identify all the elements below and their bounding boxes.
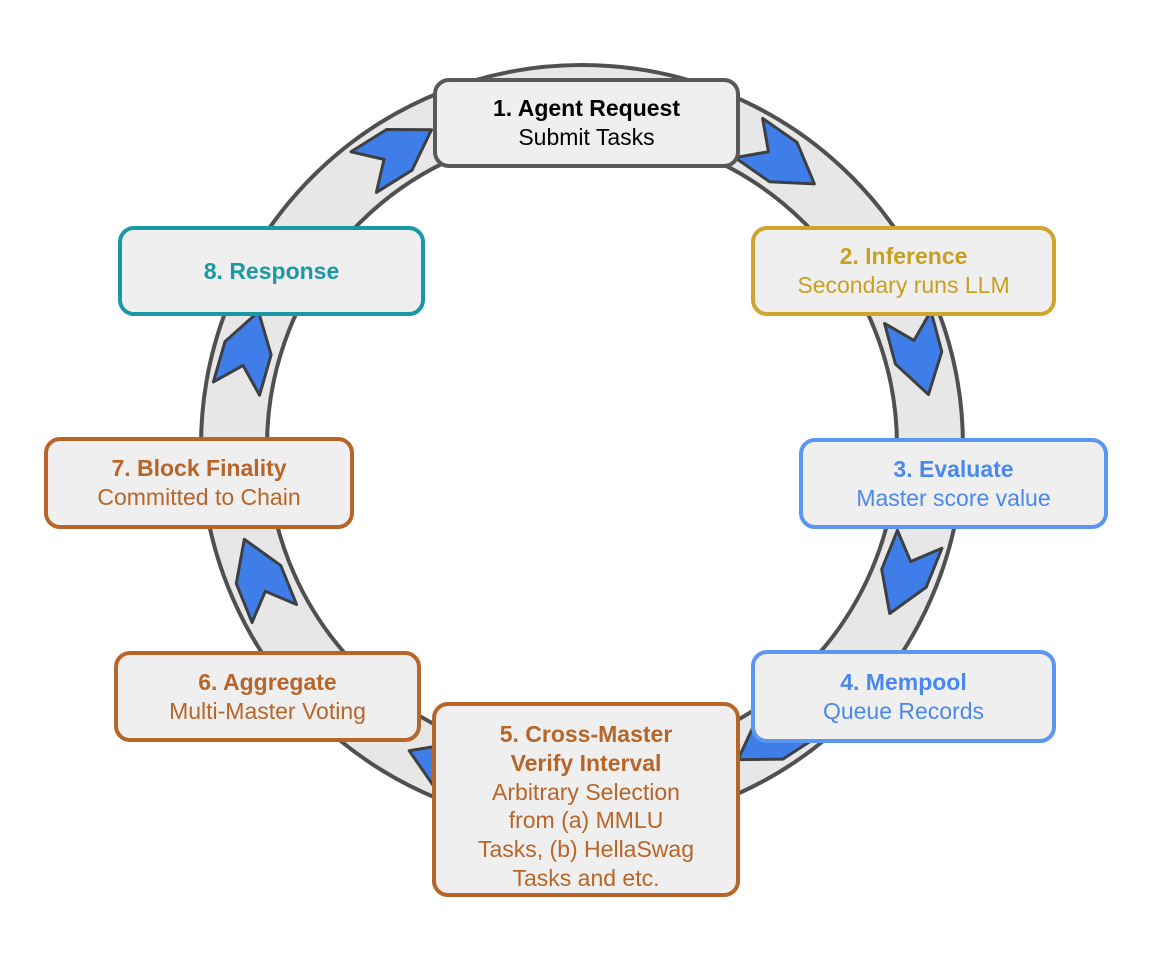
flow-arrow-icon [211,310,273,397]
step-inference: 2. Inference Secondary runs LLM [751,226,1056,316]
step-subtitle: Multi-Master Voting [169,697,366,724]
step-title: 2. Inference [839,243,968,270]
flow-arrow-icon [349,127,434,194]
step-subtitle: Master score value [856,484,1051,511]
step-title: 1. Agent Request [492,95,680,122]
step-title: 8. Response [203,257,340,284]
step-title: 7. Block Finality [111,455,287,482]
flow-arrow-icon [733,116,816,186]
step-agent-request: 1. Agent Request Submit Tasks [433,78,740,168]
step-subtitle: Secondary runs LLM [797,272,1010,298]
step-title: 5. Cross-Master Verify Interval [499,721,673,776]
step-title: 6. Aggregate [198,668,337,695]
step-title: 4. Mempool [840,668,967,695]
flow-arrow-icon [234,537,299,624]
step-aggregate: 6. Aggregate Multi-Master Voting [114,651,421,742]
step-subtitle-line: Arbitrary Selection [492,778,680,805]
flow-arrow-icon [880,528,944,615]
step-subtitle: Committed to Chain [97,484,301,510]
step-subtitle: Submit Tasks [518,124,655,150]
step-response: 8. Response [118,226,425,316]
step-subtitle-line: from (a) MMLU [508,807,664,834]
step-subtitle-line: Tasks, (b) HellaSwag [477,836,695,862]
step-mempool: 4. Mempool Queue Records [751,650,1056,743]
step-subtitle: Queue Records [822,697,985,724]
step-cross-master: 5. Cross-Master Verify Interval Arbitrar… [432,702,740,897]
step-evaluate: 3. Evaluate Master score value [799,438,1108,529]
step-title: 3. Evaluate [893,455,1014,482]
step-block-finality: 7. Block Finality Committed to Chain [44,437,354,529]
flow-arrow-icon [883,309,944,397]
step-subtitle-line: Tasks and etc. [512,864,660,891]
